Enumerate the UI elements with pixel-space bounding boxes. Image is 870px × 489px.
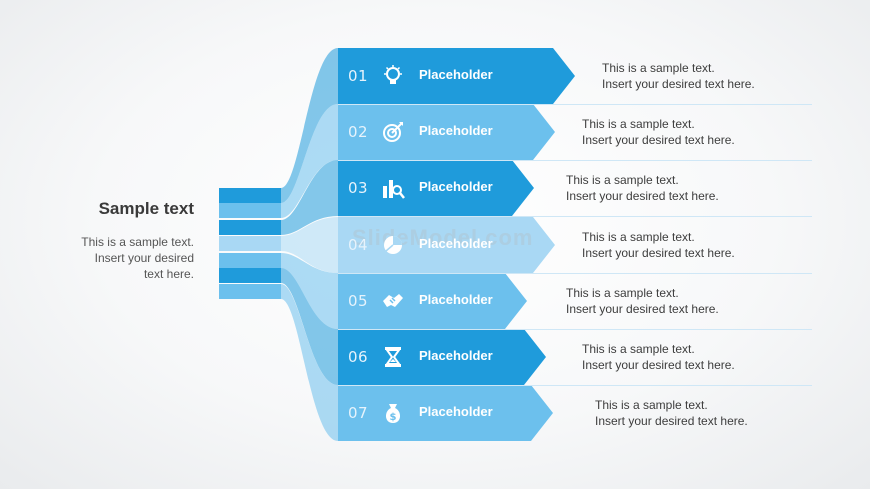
lightbulb-icon (381, 64, 405, 88)
item-label: Placeholder (419, 236, 493, 251)
item-description: This is a sample text. Insert your desir… (566, 286, 719, 316)
item-label: Placeholder (419, 292, 493, 307)
connector-band (281, 268, 338, 385)
item-label: Placeholder (419, 67, 493, 82)
hourglass-icon (381, 345, 405, 369)
left-bar (219, 284, 281, 299)
left-bar (219, 203, 281, 218)
item-number: 06 (348, 348, 369, 366)
connector-band (281, 104, 338, 218)
money-bag-icon: $ (381, 401, 405, 425)
row-divider (338, 104, 812, 105)
connector-band (281, 253, 338, 329)
connector-band (281, 217, 338, 273)
item-label: Placeholder (419, 179, 493, 194)
row-divider (338, 160, 812, 161)
connector-bands (281, 48, 338, 441)
arrow-banner (338, 104, 555, 160)
item-label: Placeholder (419, 404, 493, 419)
item-description: This is a sample text. Insert your desir… (582, 342, 735, 372)
connector-band (281, 48, 338, 203)
left-bar (219, 236, 281, 251)
item-number: 05 (348, 292, 369, 310)
item-description: This is a sample text. Insert your desir… (582, 230, 735, 260)
item-row: 02 Placeholder This is a sample text. Inse… (338, 104, 812, 160)
chart-magnifier-icon (381, 176, 405, 200)
arrow-banner (338, 48, 575, 104)
item-row: 04 Placeholder This is a sample text. Inse… (338, 217, 812, 273)
arrow-banner (338, 217, 555, 273)
watermark: SlideModel.com (352, 225, 534, 250)
left-stack-bars (219, 188, 281, 299)
arrow-banner (338, 273, 527, 329)
left-bar (219, 268, 281, 283)
pie-chart-icon (381, 233, 405, 257)
item-description: This is a sample text. Insert your desir… (582, 117, 735, 147)
row-divider (338, 329, 812, 330)
item-number: 03 (348, 179, 369, 197)
arrow-banner (338, 160, 534, 216)
left-title: Sample text (98, 199, 194, 218)
left-description: This is a sample text. Insert your desir… (81, 235, 194, 281)
arrow-banners (338, 48, 575, 441)
connector-band (281, 160, 338, 235)
target-icon (381, 120, 405, 144)
row-divider (338, 216, 812, 217)
left-bar (219, 253, 281, 268)
item-row: 06 Placeholder This is a sample text. Inse… (338, 329, 812, 385)
item-number: 07 (348, 404, 369, 422)
handshake-icon (381, 289, 405, 313)
item-description: This is a sample text. Insert your desir… (566, 173, 719, 203)
item-row: 07 $ Placeholder This is a sample text. Ins… (338, 385, 812, 441)
item-row: 05 Placeholder This is a sample text. Inse… (338, 273, 812, 329)
item-description: This is a sample text. Insert your desir… (602, 61, 755, 91)
connector-band (281, 284, 338, 441)
left-bar (219, 220, 281, 235)
arrow-banner (338, 329, 546, 385)
row-divider (338, 385, 812, 386)
arrow-banner (338, 385, 553, 441)
item-row: 03 Placeholder This is a sample text. Inse… (338, 160, 812, 216)
row-divider (338, 273, 812, 274)
item-number: 04 (348, 236, 369, 254)
item-number: 02 (348, 123, 369, 141)
left-bar (219, 188, 281, 203)
svg-text:$: $ (390, 412, 397, 423)
item-label: Placeholder (419, 123, 493, 138)
item-label: Placeholder (419, 348, 493, 363)
item-description: This is a sample text. Insert your desir… (595, 398, 748, 428)
item-number: 01 (348, 67, 369, 85)
item-row: 01 Placeholder This is a sample text. Inse… (338, 48, 812, 104)
